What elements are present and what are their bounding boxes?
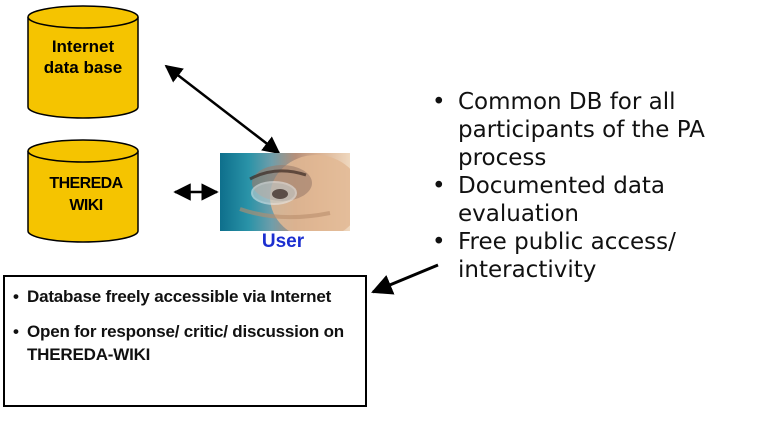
bullet-dot: • bbox=[432, 173, 446, 199]
feature-bullet-list: • Common DB for all participants of the P… bbox=[428, 88, 748, 284]
bullet-dot: • bbox=[432, 229, 446, 255]
arrow-bullet-to-box bbox=[371, 263, 439, 295]
thereda-wiki-label: THEREDA WIKI bbox=[34, 173, 138, 217]
internet-database-label-line2: data base bbox=[43, 58, 123, 77]
bullet-dot: • bbox=[13, 287, 19, 306]
thereda-wiki-label-line2: WIKI bbox=[69, 197, 103, 214]
access-info-box: • Database freely accessible via Internet… bbox=[3, 275, 367, 407]
user-photo-image bbox=[220, 153, 350, 231]
thereda-wiki-label-line1: THEREDA bbox=[49, 175, 123, 192]
bullet-dot: • bbox=[432, 89, 446, 115]
user-face-illustration bbox=[239, 155, 350, 231]
bullet-text: Free public access/ interactivity bbox=[458, 229, 676, 283]
user-label: User bbox=[261, 231, 305, 252]
info-item: • Database freely accessible via Internet bbox=[13, 285, 365, 308]
internet-database-label: Internet data base bbox=[28, 36, 138, 78]
info-text: Database freely accessible via Internet bbox=[27, 287, 332, 306]
thereda-wiki-cylinder bbox=[27, 139, 139, 243]
access-info-list: • Database freely accessible via Internet… bbox=[5, 277, 365, 366]
bullet-item: • Common DB for all participants of the P… bbox=[428, 88, 748, 172]
internet-database-cylinder bbox=[27, 5, 139, 119]
arrow-internet-user bbox=[164, 64, 281, 155]
bullet-text: Common DB for all participants of the PA… bbox=[458, 89, 705, 171]
internet-database-label-line1: Internet bbox=[51, 37, 115, 56]
info-text: Open for response/ critic/ discussion on… bbox=[27, 322, 344, 364]
bullet-dot: • bbox=[13, 322, 19, 341]
bullet-text: Documented data evaluation bbox=[458, 173, 666, 227]
info-item: • Open for response/ critic/ discussion o… bbox=[13, 320, 365, 366]
bullet-item: • Free public access/ interactivity bbox=[428, 228, 748, 284]
bullet-item: • Documented data evaluation bbox=[428, 172, 748, 228]
